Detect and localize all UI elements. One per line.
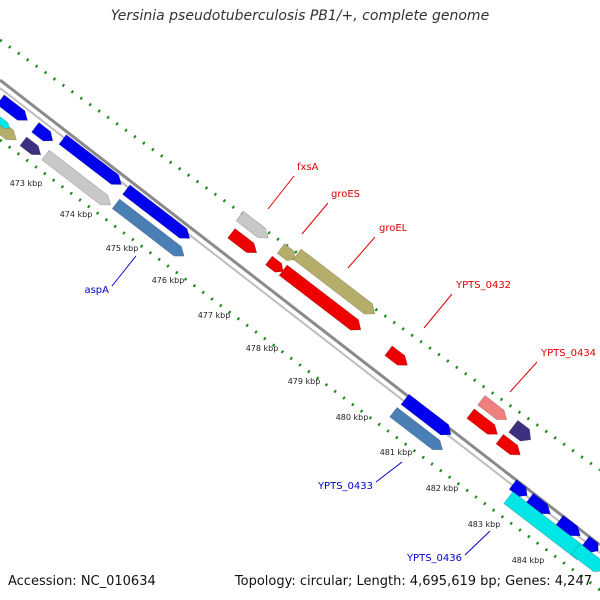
gene-label-leader [509,361,538,393]
gene-arrow[interactable] [525,492,554,518]
gene-arrow[interactable] [265,255,287,276]
gene-arrow[interactable] [571,543,600,576]
gene-label[interactable]: fxsA [297,162,319,173]
backbone-outer [0,78,600,547]
tick-label: 482 kbp [426,484,459,493]
summary-text: Topology: circular; Length: 4,695,619 bp… [234,574,592,589]
gene-label-leader [464,530,491,556]
gene-arrow[interactable] [111,198,188,261]
tick-label: 477 kbp [198,311,231,320]
gene-arrow[interactable] [41,149,114,209]
gene-arrow[interactable] [400,393,455,440]
gene-label[interactable]: YPTS_0434 [540,348,596,359]
gene-label[interactable]: YPTS_0433 [317,481,373,492]
gene-arrow[interactable] [384,345,411,370]
gene-label-leader [423,293,453,329]
tick-label: 478 kbp [246,344,279,353]
gene-arrow[interactable] [122,184,194,243]
gene-label[interactable]: YPTS_0436 [406,553,462,564]
gene-arrow[interactable] [555,514,584,540]
gene-label[interactable]: aspA [84,285,109,296]
gene-arrow[interactable] [19,136,44,159]
gene-label[interactable]: groEL [379,223,408,234]
tick-label: 473 kbp [10,179,43,188]
gene-arrow[interactable] [31,122,57,146]
tick-label: 481 kbp [380,448,413,457]
tick-label: 480 kbp [336,413,369,422]
inner-tick-ring [0,138,600,592]
tick-label: 476 kbp [152,276,185,285]
gene-arrow[interactable] [389,406,446,454]
gene-arrow[interactable] [466,408,501,439]
gene-arrow[interactable] [0,94,31,125]
gene-arrow[interactable] [477,395,511,424]
tick-label: 479 kbp [288,377,321,386]
gene-label-leader [375,461,403,483]
gene-arrow[interactable] [508,419,536,445]
gene-arrow[interactable] [235,210,272,242]
gene-arrow[interactable] [0,118,20,144]
gene-arrow[interactable] [278,264,365,335]
gene-arrow[interactable] [0,116,12,131]
gene-arrow[interactable] [495,433,524,459]
gene-arrow[interactable] [58,134,125,190]
gene-arrow[interactable] [292,248,379,319]
gene-label-leader [301,202,329,235]
map-title: Yersinia pseudotuberculosis PB1/+, compl… [110,8,490,24]
tick-label: 475 kbp [106,244,139,253]
gene-arrow[interactable] [276,243,299,264]
gene-label-leader [267,175,295,210]
tick-label: 484 kbp [512,556,545,565]
tick-label: 474 kbp [60,210,93,219]
accession-text: Accession: NC_010634 [8,574,156,589]
gene-label[interactable]: groES [331,189,360,200]
tick-label: 483 kbp [468,520,501,529]
gene-label-leader [111,255,137,287]
gene-arrow[interactable] [227,228,261,257]
gene-label[interactable]: YPTS_0432 [455,280,511,291]
gene-label-leader [347,236,376,269]
